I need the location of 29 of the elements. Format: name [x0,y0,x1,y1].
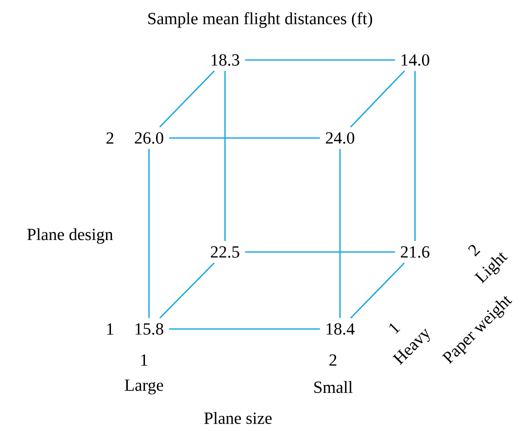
cube-edge [245,59,395,61]
cube-edge [245,251,395,253]
cube-edge [350,262,405,318]
level-label: Small [314,381,352,393]
level-number: 2 [106,132,114,144]
level-number: 2 [330,354,336,366]
value-label: 15.8 [136,323,164,335]
value-label: 22.5 [210,246,240,258]
level-number: 1 [141,354,148,366]
cube-edge [350,70,405,128]
value-label: 14.0 [402,54,430,66]
cube-edge [224,70,226,242]
cube-edge [159,70,215,128]
value-label: 21.6 [400,246,430,258]
value-label: 18.3 [212,54,240,66]
axis-label: Plane size [204,412,272,424]
axis-label: Plane design [27,228,113,244]
cube-edge [339,148,341,318]
title: Sample mean flight distances (ft) [148,12,372,28]
value-label: 24.0 [326,132,354,144]
level-label: Large [124,380,164,394]
cube-edge [148,148,150,318]
cube-edge [169,137,320,139]
level-number: 1 [107,323,114,335]
value-label: 18.4 [326,323,355,335]
value-label: 26.0 [134,132,164,144]
cube-edge [169,328,320,330]
cube-edge [159,262,215,318]
cube-edge [414,70,416,242]
